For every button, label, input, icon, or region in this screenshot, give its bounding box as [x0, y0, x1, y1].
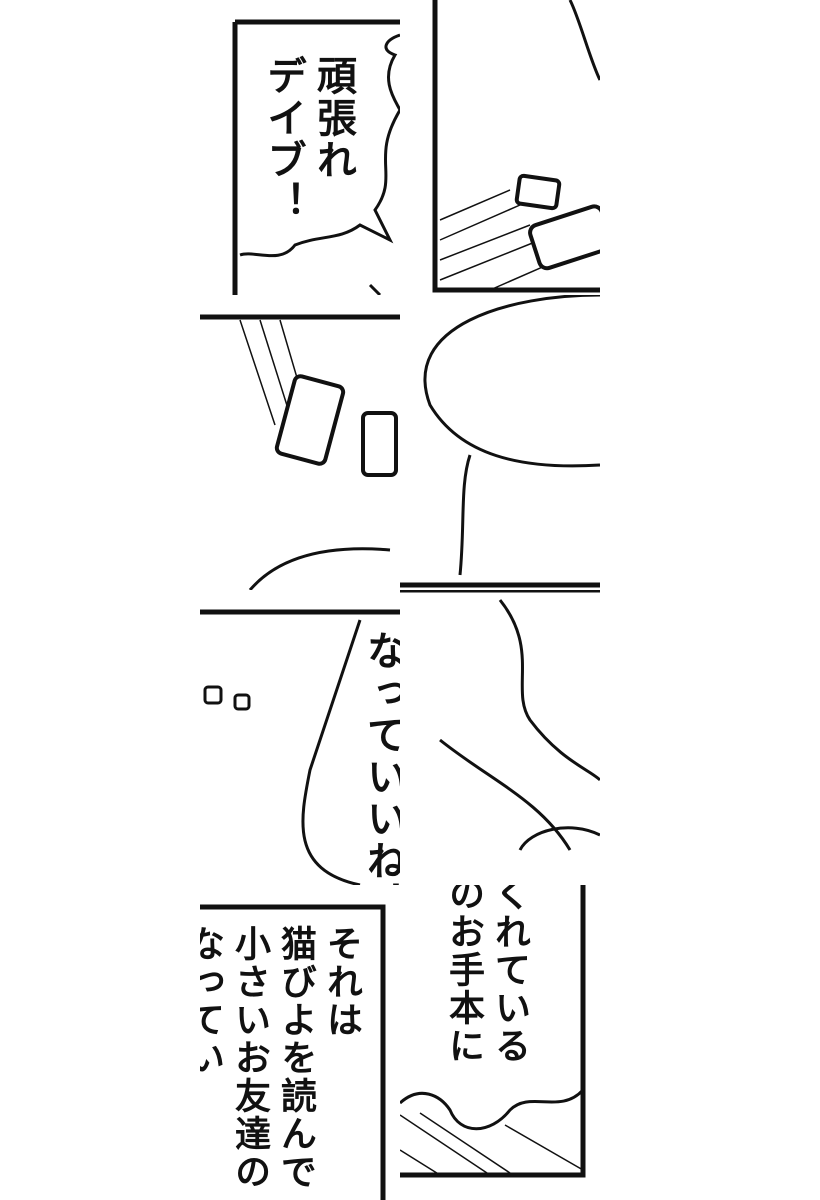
character-art: [400, 590, 600, 851]
character-art: [400, 295, 600, 588]
caption-line-3: 小さいお友達の: [229, 925, 270, 1191]
speech-bubble-frame: [400, 885, 586, 1178]
speech-bubble-frame: [200, 609, 400, 885]
caption-box-frame: [200, 904, 386, 1200]
comic-tile-character: [400, 295, 600, 590]
speech-line-2: デイブ！: [260, 55, 306, 223]
comic-tile-action-top: [400, 0, 600, 295]
caption-line-2: 猫びよを読んで: [275, 925, 316, 1191]
speech-text: くれているのお手本に: [440, 885, 532, 1065]
caption-line-1: それは: [321, 925, 362, 1039]
comic-tile-speech-natte: なっていいね！: [200, 590, 400, 885]
speech-line-2: のお手本に: [443, 885, 484, 1065]
speech-text: 頑張れデイブ！: [258, 55, 358, 223]
speech-line-1: 頑張れ: [310, 55, 356, 181]
speech-text: なっていいね！: [360, 630, 400, 885]
comic-tile-speech-otehon: くれているのお手本に: [400, 885, 600, 1200]
caption-line-4: なってい…: [200, 925, 224, 1115]
comic-tile-speech-ganbare: 頑張れデイブ！: [200, 0, 400, 295]
comic-tile-character-hand: [400, 590, 600, 885]
caption-text: それは猫びよを読んで小さいお友達のなってい…: [200, 925, 364, 1191]
speech-bubble-frame: [232, 19, 400, 295]
comic-tile-caption: それは猫びよを読んで小さいお友達のなってい…: [200, 885, 400, 1200]
action-panel-art: [432, 0, 600, 293]
speech-line-1: くれている: [489, 885, 530, 1065]
action-panel-art: [200, 314, 400, 590]
comic-tile-action-left: [200, 295, 400, 590]
